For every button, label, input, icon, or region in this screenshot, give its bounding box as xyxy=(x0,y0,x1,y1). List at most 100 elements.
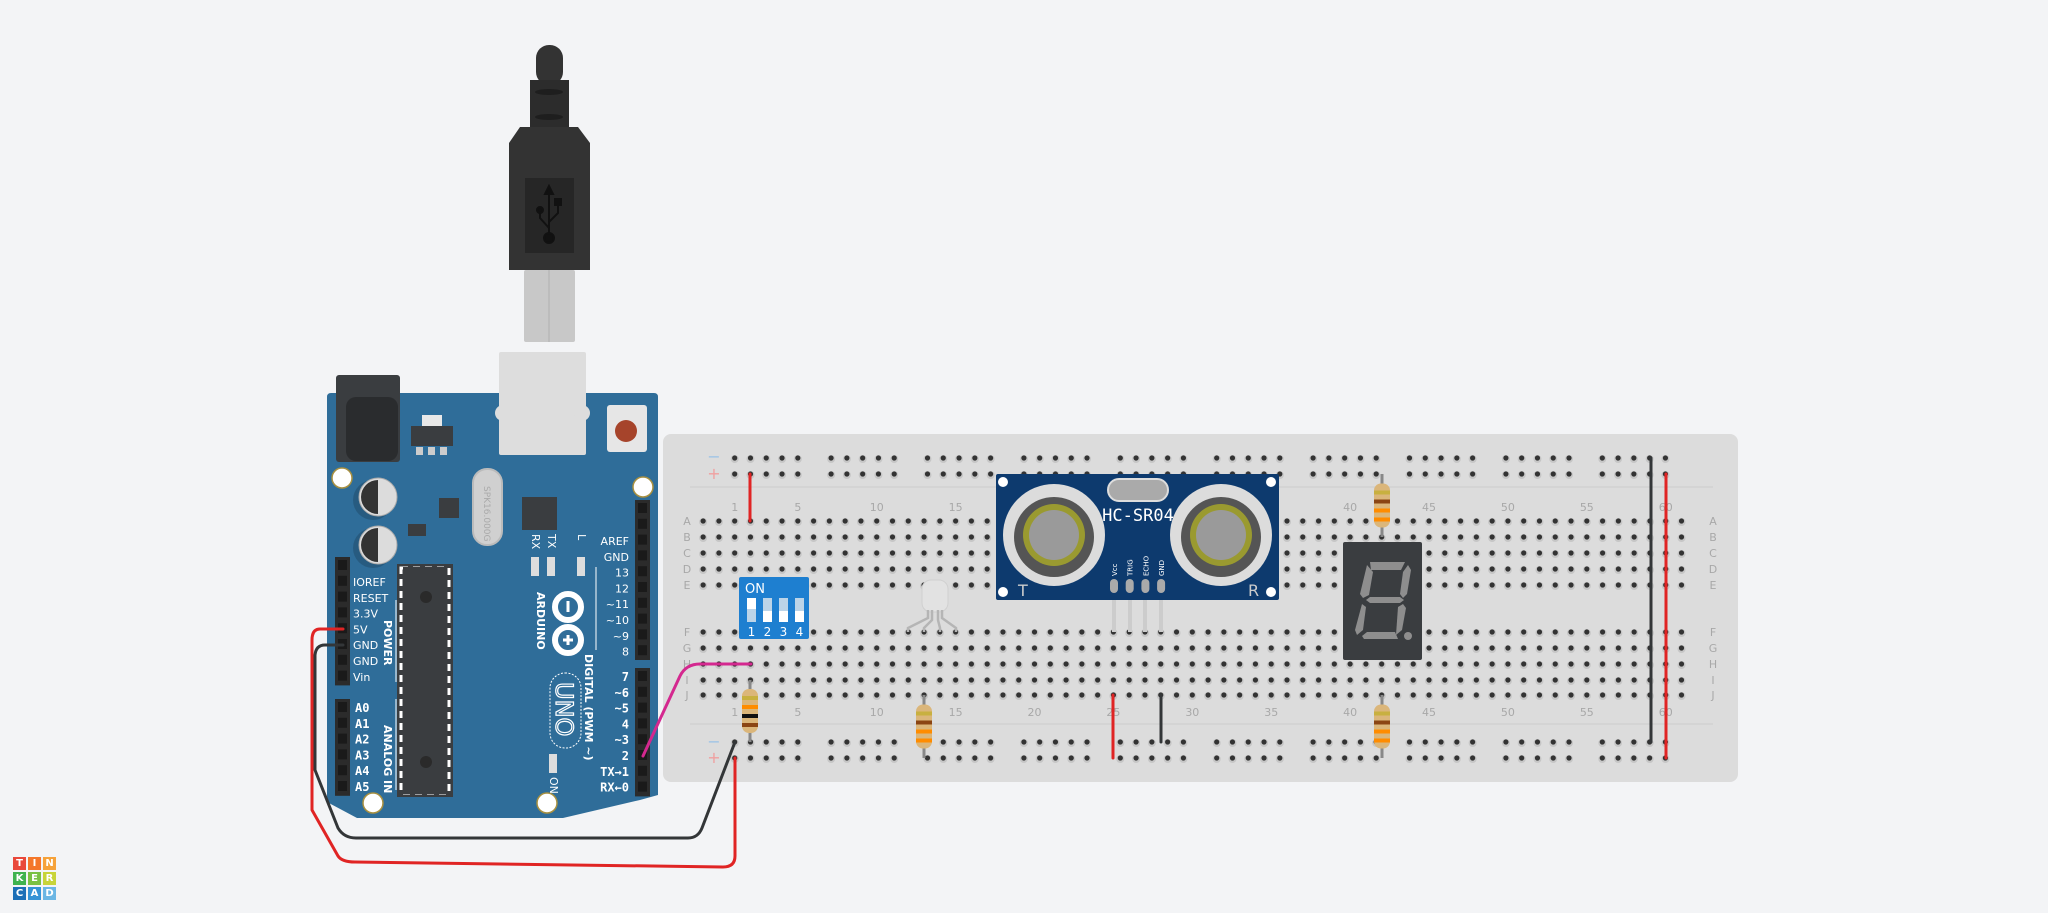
digital-pin-label: RX←0 xyxy=(600,781,629,795)
usb-cable[interactable] xyxy=(509,45,590,342)
hole-center xyxy=(874,550,880,556)
header-strip xyxy=(335,557,350,686)
header-pin[interactable] xyxy=(638,550,647,561)
led-lead xyxy=(940,610,958,632)
pin-headers[interactable] xyxy=(335,500,650,797)
header-pin[interactable] xyxy=(638,718,647,729)
header-pin[interactable] xyxy=(638,597,647,608)
digital-pin-label: 12 xyxy=(615,582,629,595)
hole-center xyxy=(1110,645,1117,651)
hole-center xyxy=(1347,661,1353,667)
wire-5v-red[interactable] xyxy=(310,627,737,869)
dip-toggle-2[interactable] xyxy=(763,598,772,622)
resistor-band xyxy=(1374,711,1390,716)
hole-center xyxy=(1536,582,1543,588)
hole-center xyxy=(1300,566,1306,572)
hole-center xyxy=(700,518,706,524)
header-pin[interactable] xyxy=(638,686,647,697)
reset-button-cap[interactable] xyxy=(615,420,637,442)
hole-center xyxy=(1489,518,1495,524)
hole-center xyxy=(1552,582,1558,588)
column-number: 50 xyxy=(1501,706,1515,719)
header-pin[interactable] xyxy=(338,591,347,602)
hole-center xyxy=(1678,550,1685,556)
hole-center xyxy=(732,692,738,698)
hole-center xyxy=(972,471,978,477)
sensor-pin-label: ECHO xyxy=(1142,555,1150,576)
header-pin[interactable] xyxy=(638,613,647,624)
header-pin[interactable] xyxy=(638,645,647,656)
hole-center xyxy=(826,677,832,683)
dip-toggle-4[interactable] xyxy=(795,598,804,622)
hole-center xyxy=(1261,755,1267,761)
header-pin[interactable] xyxy=(638,702,647,713)
resistor-band xyxy=(1374,490,1390,495)
hole-center xyxy=(1310,471,1316,477)
wires[interactable] xyxy=(310,456,1668,869)
hole-center xyxy=(1406,739,1413,745)
header-pin[interactable] xyxy=(338,702,347,712)
arduino-uno[interactable]: SPK16.000G AREFGND1312~11~10~987~6~54~32… xyxy=(327,352,658,818)
hole-center xyxy=(795,471,801,477)
header-pin[interactable] xyxy=(638,534,647,545)
hole-center xyxy=(1079,629,1085,635)
hole-center xyxy=(1519,471,1525,477)
wire-pin2-pink[interactable] xyxy=(641,662,753,758)
header-pin[interactable] xyxy=(638,503,647,513)
dip-toggle-1[interactable] xyxy=(747,598,756,622)
header-pin[interactable] xyxy=(638,734,647,745)
resistor[interactable] xyxy=(1374,474,1390,537)
resistor[interactable] xyxy=(1374,695,1390,758)
header-pin[interactable] xyxy=(338,670,347,681)
hole-center xyxy=(1600,692,1606,698)
header-pin[interactable] xyxy=(638,518,647,529)
hole-center xyxy=(1566,471,1572,477)
column-number: 5 xyxy=(794,501,801,514)
header-pin[interactable] xyxy=(338,575,347,586)
hole-center xyxy=(874,582,880,588)
hole-center xyxy=(921,534,927,540)
header-pin[interactable] xyxy=(638,765,647,776)
header-pin[interactable] xyxy=(338,749,347,760)
header-pin[interactable] xyxy=(638,781,647,792)
wire-gnd-black[interactable] xyxy=(313,643,737,840)
rgb-led[interactable] xyxy=(906,579,958,632)
header-pin[interactable] xyxy=(338,717,347,728)
header-pin[interactable] xyxy=(338,654,347,665)
row-letter: A xyxy=(1709,515,1717,528)
resistors[interactable] xyxy=(742,474,1390,758)
header-pin[interactable] xyxy=(638,566,647,577)
logo-letter: C xyxy=(13,887,26,900)
hole-center xyxy=(1489,629,1495,635)
header-pin[interactable] xyxy=(638,582,647,592)
header-pin[interactable] xyxy=(338,733,347,744)
hole-center xyxy=(1252,645,1259,651)
hole-center xyxy=(1221,677,1227,683)
hole-center xyxy=(1326,739,1332,745)
header-pin[interactable] xyxy=(638,671,647,681)
header-pin[interactable] xyxy=(338,607,347,618)
hole-center xyxy=(1678,566,1685,572)
header-pin[interactable] xyxy=(338,781,347,791)
hole-center xyxy=(874,566,880,572)
header-pin[interactable] xyxy=(338,560,347,570)
seven-segment-display[interactable] xyxy=(1343,542,1422,660)
column-number: 20 xyxy=(1028,706,1042,719)
hole-center xyxy=(763,550,769,556)
header-pin[interactable] xyxy=(338,765,347,776)
hole-center xyxy=(988,755,994,761)
header-pin[interactable] xyxy=(638,629,647,640)
hole-center xyxy=(1110,661,1117,667)
column-number: 45 xyxy=(1422,706,1436,719)
sensor-pin-pad xyxy=(1110,579,1118,593)
dip-toggle-3[interactable] xyxy=(779,598,788,622)
hole-center xyxy=(1505,692,1511,698)
resistor[interactable] xyxy=(742,680,758,742)
resistor[interactable] xyxy=(916,695,932,758)
